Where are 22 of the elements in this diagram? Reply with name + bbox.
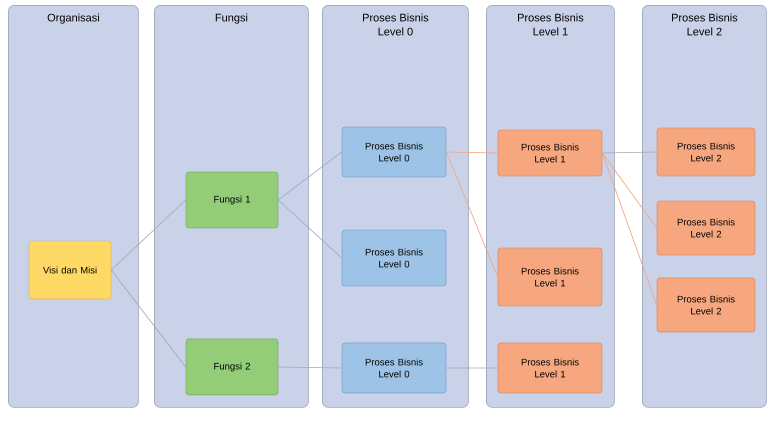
connector-line <box>278 200 342 258</box>
process-box: Proses Bisnis Level 1 <box>498 130 602 176</box>
process-box: Proses Bisnis Level 0 <box>342 126 446 178</box>
process-box: Proses Bisnis Level 2 <box>656 128 756 176</box>
process-box: Proses Bisnis Level 1 <box>498 342 602 394</box>
connector-line <box>602 152 658 228</box>
process-box: Fungsi 2 <box>186 338 278 396</box>
process-box: Proses Bisnis Level 0 <box>342 230 446 286</box>
connector-line <box>602 152 658 306</box>
process-box: Proses Bisnis Level 1 <box>498 248 602 306</box>
connector-line <box>602 152 658 154</box>
process-box: Visi dan Misi <box>28 240 112 300</box>
connector-line <box>110 200 186 270</box>
connector-line <box>278 366 342 368</box>
connector-line <box>278 152 342 200</box>
process-box: Proses Bisnis Level 0 <box>342 342 446 394</box>
connector-line <box>446 152 498 154</box>
connector-line <box>110 270 186 368</box>
connector-line <box>446 152 498 278</box>
process-box: Proses Bisnis Level 2 <box>656 278 756 332</box>
process-box: Fungsi 1 <box>186 172 278 228</box>
process-box: Proses Bisnis Level 2 <box>656 200 756 256</box>
